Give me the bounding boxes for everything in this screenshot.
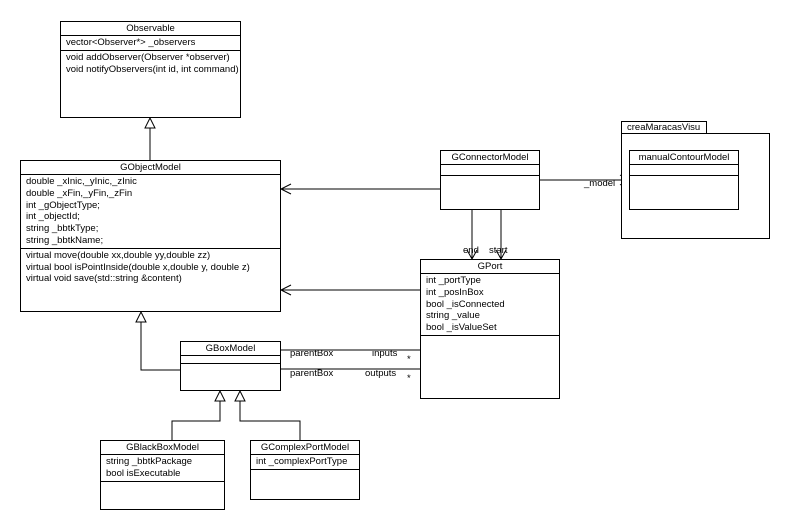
attributes <box>441 165 539 176</box>
operations <box>181 364 280 366</box>
class-name: GObjectModel <box>21 161 280 175</box>
operation: virtual void save(std::string &content) <box>26 273 182 285</box>
label-model: _model <box>583 178 615 189</box>
attributes <box>630 165 738 176</box>
attribute: vector<Observer*> _observers <box>66 37 196 48</box>
class-name: manualContourModel <box>630 151 738 165</box>
class-gconnectormodel: GConnectorModel <box>440 150 540 210</box>
class-gobjectmodel: GObjectModel double _xInic,_yInic,_zInic… <box>20 160 281 312</box>
open-arrowhead <box>279 183 292 195</box>
generalization-gblackbox-gbox <box>171 401 221 440</box>
attribute: string _bbtkType; <box>26 223 99 235</box>
class-gblackboxmodel: GBlackBoxModel string _bbtkPackage bool … <box>100 440 225 510</box>
attribute: bool isExecutable <box>106 467 181 479</box>
generalization-arrowhead <box>135 310 147 323</box>
package-name: creaMaracasVisu <box>627 122 701 133</box>
operations <box>630 176 738 178</box>
attribute: double _xFin,_yFin,_zFin <box>26 187 133 199</box>
label-start: start <box>489 245 508 256</box>
class-name: GComplexPortModel <box>251 441 359 455</box>
operations: void addObserver(Observer *observer) voi… <box>61 51 240 77</box>
attributes <box>181 356 280 364</box>
attributes: double _xInic,_yInic,_zInic double _xFin… <box>21 175 280 249</box>
attributes: vector<Observer*> _observers <box>61 36 240 51</box>
operations <box>441 176 539 178</box>
attribute: bool _isConnected <box>426 298 505 310</box>
generalization-arrowhead <box>144 116 156 129</box>
attribute: string _bbtkName; <box>26 234 104 246</box>
attribute: double _xInic,_yInic,_zInic <box>26 176 137 187</box>
label-multiplicity-inputs: * <box>407 354 411 365</box>
label-inputs: inputs <box>372 348 398 359</box>
label-end: end <box>463 245 479 256</box>
operations <box>101 482 224 484</box>
class-name: GBoxModel <box>181 342 280 356</box>
attribute: int _objectId; <box>26 211 80 223</box>
class-gboxmodel: GBoxModel <box>180 341 281 391</box>
operation: void addObserver(Observer *observer) <box>66 51 230 63</box>
attributes: string _bbtkPackage bool isExecutable <box>101 455 224 482</box>
label-parentbox-outputs: parentBox <box>290 368 334 379</box>
attribute: int _posInBox <box>426 286 484 298</box>
class-name: GBlackBoxModel <box>101 441 224 455</box>
label-parentbox-inputs: parentBox <box>290 348 334 359</box>
generalization-gcomplexport-gbox <box>239 401 301 440</box>
generalization-arrowhead <box>214 389 226 402</box>
attribute: int _gObjectType; <box>26 199 100 211</box>
class-name: GConnectorModel <box>441 151 539 165</box>
operations <box>421 336 559 338</box>
class-gcomplexportmodel: GComplexPortModel int _complexPortType <box>250 440 360 500</box>
operation: virtual bool isPointInside(double x,doub… <box>26 261 250 273</box>
attribute: int _portType <box>426 275 481 286</box>
operation: void notifyObservers(int id, int command… <box>66 63 239 75</box>
generalization-arrowhead <box>234 389 246 402</box>
class-manualcontourmodel: manualContourModel <box>629 150 739 210</box>
attributes: int _complexPortType <box>251 455 359 470</box>
class-gport: GPort int _portType int _posInBox bool _… <box>420 259 560 399</box>
class-name: GPort <box>421 260 559 274</box>
attribute: string _bbtkPackage <box>106 456 193 467</box>
attribute: bool _isValueSet <box>426 322 497 334</box>
package-tab: creaMaracasVisu <box>621 121 707 134</box>
class-observable: Observable vector<Observer*> _observers … <box>60 21 241 118</box>
attribute: string _value <box>426 310 480 322</box>
operations <box>251 470 359 472</box>
label-outputs: outputs <box>365 368 396 379</box>
operations: virtual move(double xx,double yy,double … <box>21 249 280 286</box>
attributes: int _portType int _posInBox bool _isConn… <box>421 274 559 336</box>
attribute: int _complexPortType <box>256 456 348 467</box>
operation: virtual move(double xx,double yy,double … <box>26 249 211 261</box>
class-name: Observable <box>61 22 240 36</box>
open-arrowhead <box>279 284 292 296</box>
label-multiplicity-outputs: * <box>407 373 411 384</box>
generalization-gbox-gobject <box>140 322 180 371</box>
